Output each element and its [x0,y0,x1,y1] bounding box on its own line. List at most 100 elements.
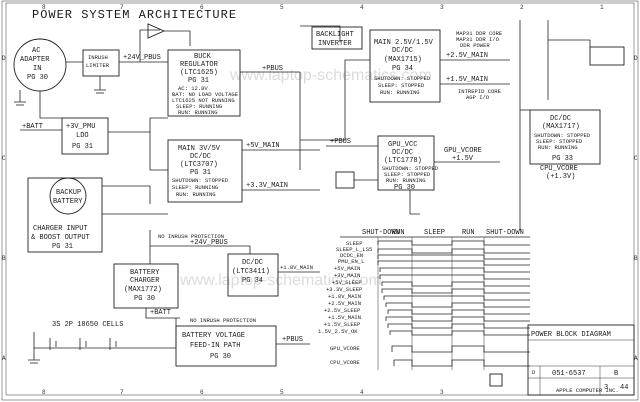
svg-text:REGULATOR: REGULATOR [180,61,219,69]
label-gpu-voltage: +1.5V [452,155,474,163]
svg-text:LTC1625 NOT RUNNING: LTC1625 NOT RUNNING [172,97,235,104]
svg-text:+5V_MAIN: +5V_MAIN [334,265,360,272]
svg-text:3: 3 [440,389,444,396]
pmu-ldo-block [61,117,109,155]
label-33v-main: +3.3V_MAIN [246,182,288,190]
label-24v-pbus-lower: +24V_PBUS [190,239,228,247]
svg-text:(LTC1625): (LTC1625) [180,69,218,77]
timing-diagram: SHUT-DOWN RUN SLEEP RUN SHUT-DOWN SLEEP … [318,229,530,370]
svg-text:(MAX1717): (MAX1717) [542,123,580,131]
svg-text:CPU_VCORE: CPU_VCORE [330,359,360,366]
label-gpu-vcore: GPU_VCORE [444,147,482,155]
svg-text:5: 5 [280,4,284,11]
nv-note-1: INTREPID CORE [458,88,502,95]
svg-text:B: B [634,255,638,262]
inrush-limiter-block [82,49,120,77]
svg-text:PG 31: PG 31 [72,143,93,151]
svg-text:PG 31: PG 31 [190,169,211,177]
svg-text:PG 33: PG 33 [552,155,573,163]
ddr-note-3: DDR POWER [460,42,490,49]
svg-text:AC: 12.8V: AC: 12.8V [178,85,208,92]
svg-text:SLEEP: RUNNING: SLEEP: RUNNING [176,103,222,110]
wire-gpu-down [409,190,420,215]
label-cpu-vcore-v: (+1.3V) [546,173,575,181]
comparator-symbol [147,23,166,39]
nv-note-2: AGP I/O [466,94,490,101]
main-3v5v-dcdc-block [167,139,243,203]
svg-text:BACKLIGHT: BACKLIGHT [316,31,354,39]
svg-text:C: C [634,155,638,162]
label-no-inrush: NO INRUSH PROTECTION [158,233,224,240]
svg-text:SLEEP: STOPPED: SLEEP: STOPPED [384,171,431,178]
svg-text:PG 34: PG 34 [242,277,263,285]
svg-text:8: 8 [42,4,46,11]
svg-text:SHUT-DOWN: SHUT-DOWN [362,229,400,237]
label-pbus-top: +PBUS [262,65,283,73]
svg-text:ADAPTER: ADAPTER [20,56,50,64]
label-batt: +BATT [22,123,43,131]
grid-top: 8 7 6 5 4 3 2 1 [42,4,604,11]
wire-pbus-main35 [149,132,168,171]
svg-text:RUN: RUNNING: RUN: RUNNING [380,89,420,96]
gpu-dcdc-block [377,135,435,191]
svg-text:D: D [2,55,6,62]
svg-text:1.5V_2.5V_OK: 1.5V_2.5V_OK [318,328,358,335]
feed-in-path-block [175,325,277,367]
svg-text:SHUTDOWN: STOPPED: SHUTDOWN: STOPPED [172,177,229,184]
cpu-dcdc-block [529,109,601,165]
label-pbus-mid: +PBUS [330,138,351,146]
svg-text:C: C [2,155,6,162]
diagram-title: POWER SYSTEM ARCHITECTURE [32,8,237,22]
svg-text:PG 30: PG 30 [394,184,415,192]
main-25v15v-dcdc-block [369,29,441,103]
charger-boost-block [27,177,103,253]
svg-text:GPU_VCORE: GPU_VCORE [330,345,360,352]
title-block-name: POWER BLOCK DIAGRAM [531,331,611,339]
wire-pbus-3411 [230,245,251,254]
label-5v-main: +5V_MAIN [246,142,280,150]
apple-logo-icon [489,373,503,387]
svg-text:2: 2 [520,4,524,11]
ground-symbols [14,76,106,106]
svg-text:RUN: RUN [392,229,405,237]
svg-text:+3V_PMU: +3V_PMU [66,123,95,131]
wire-to-opamp [139,29,160,62]
svg-text:DC/DC: DC/DC [242,259,263,267]
svg-text:+1.5V_SLEEP: +1.5V_SLEEP [324,321,360,328]
svg-text:PG 30: PG 30 [210,353,231,361]
label-18v-main: +1.8V_MAIN [280,264,313,271]
svg-text:INRUSH: INRUSH [88,54,108,61]
svg-text:DC/DC: DC/DC [190,153,211,161]
grid-side: D C B A D C B A [2,55,638,362]
label-cpu-vcore: CPU_VCORE [540,165,578,173]
svg-text:7: 7 [120,4,124,11]
svg-text:RUN: RUN [462,229,475,237]
svg-text:INVERTER: INVERTER [318,40,352,48]
svg-text:MAIN 3V/5V: MAIN 3V/5V [178,145,221,153]
svg-text:(MAX1715): (MAX1715) [384,56,422,64]
svg-text:LDO: LDO [76,132,89,140]
svg-text:7: 7 [120,389,124,396]
label-pbus-bottom: +PBUS [282,336,303,344]
svg-text:1: 1 [600,4,604,11]
svg-text:BAT: NO LOAD VOLTAGE: BAT: NO LOAD VOLTAGE [172,91,239,98]
svg-text:PMU_EN_L: PMU_EN_L [338,258,364,265]
svg-text:IN: IN [33,65,41,73]
svg-text:BACKUP: BACKUP [56,189,81,197]
svg-text:BATTERY: BATTERY [53,198,83,206]
svg-text:SLEEP: STOPPED: SLEEP: STOPPED [378,82,425,89]
small-block-top-right [589,46,625,66]
title-block-size: D [532,369,536,376]
svg-text:(LTC3411): (LTC3411) [232,268,270,276]
label-no-inrush-2: NO INRUSH PROTECTION [190,317,256,324]
svg-text:6: 6 [200,4,204,11]
svg-text:RUN: RUNNING: RUN: RUNNING [178,109,218,116]
svg-text:PG 30: PG 30 [134,295,155,303]
svg-text:+2.5V_SLEEP: +2.5V_SLEEP [324,307,360,314]
watermark-bottom: www.laptop-schematics.com [179,272,382,289]
svg-text:A: A [634,355,638,362]
svg-text:(LTC3707): (LTC3707) [180,161,218,169]
dcdc-ltc3411-block [227,253,279,297]
title-block-company: APPLE COMPUTER INC. [556,387,619,394]
svg-text:DC/DC: DC/DC [392,47,413,55]
